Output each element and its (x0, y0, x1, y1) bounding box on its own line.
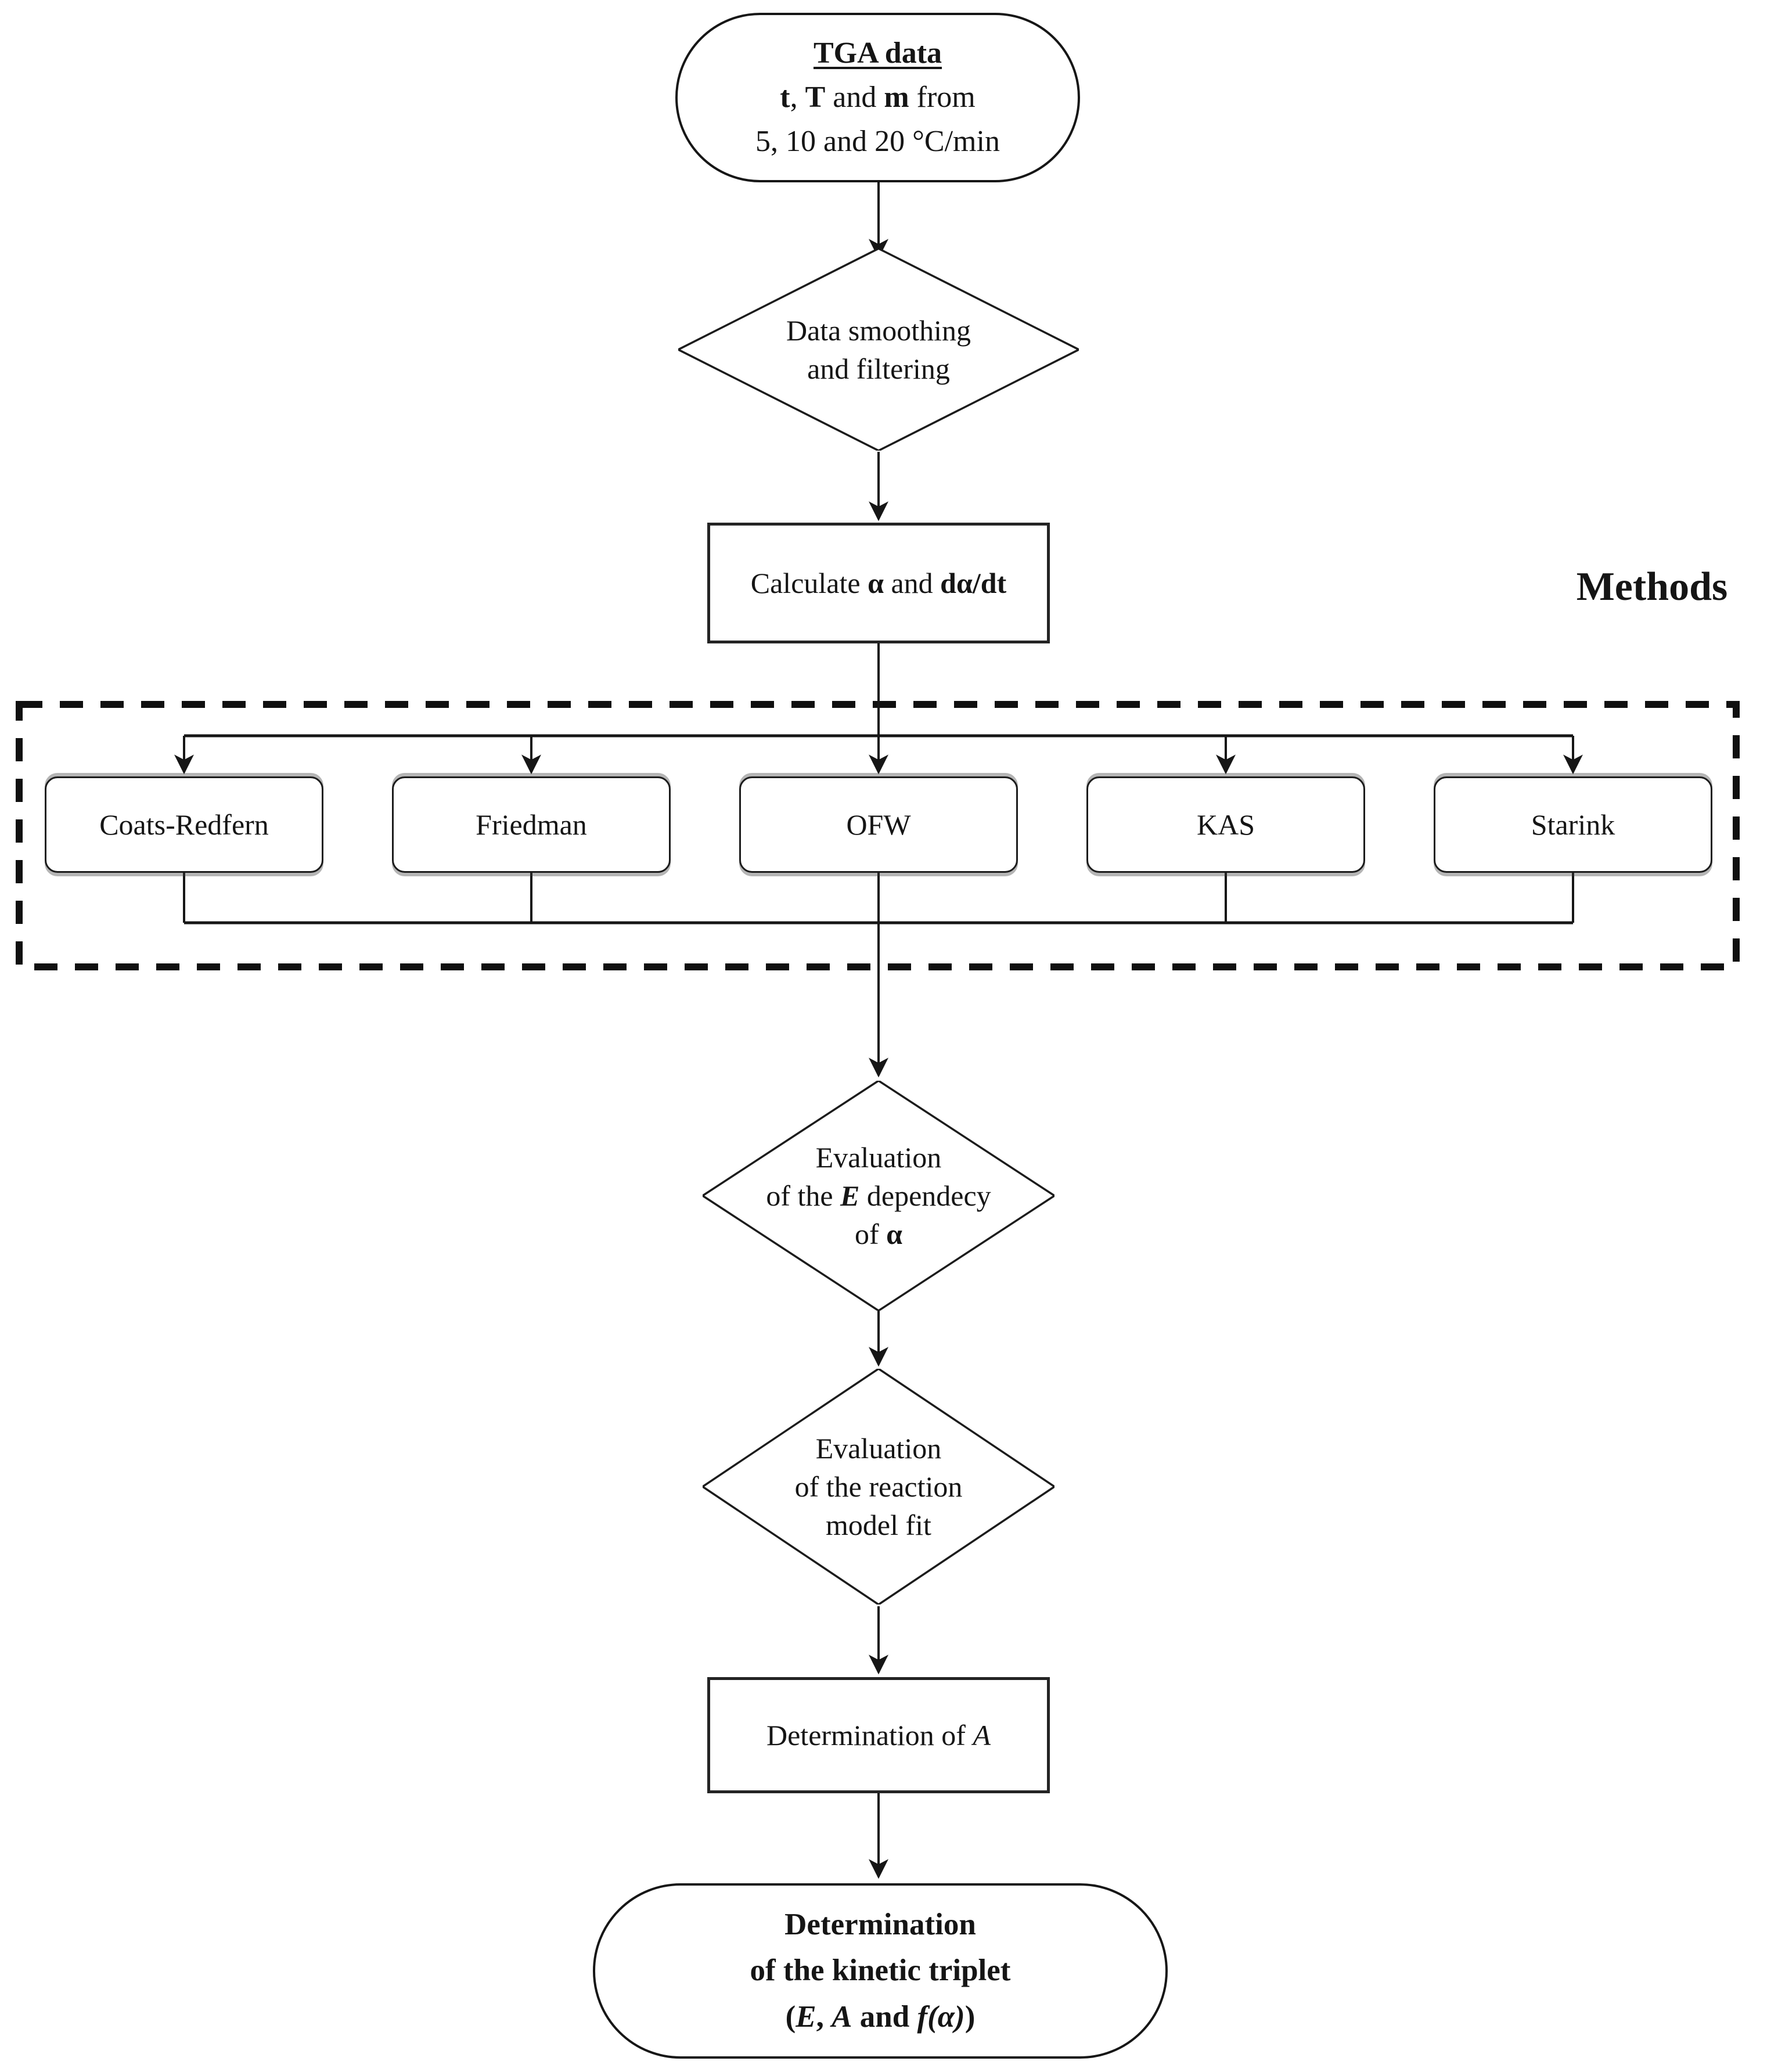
method-box-kas: KAS (1086, 776, 1365, 873)
diamond-shape (678, 249, 1079, 451)
diamond-shape (703, 1369, 1054, 1605)
methods-heading: Methods (1576, 564, 1728, 609)
method-box-coats-redfern: Coats-Redfern (45, 776, 323, 873)
method-label: KAS (1196, 808, 1255, 841)
method-label: Coats-Redfern (99, 808, 269, 841)
method-box-starink: Starink (1434, 776, 1712, 873)
method-label: Friedman (476, 808, 587, 841)
method-box-friedman: Friedman (392, 776, 671, 873)
method-box-ofw: OFW (739, 776, 1018, 873)
process-calculate-alpha: Calculate α and dα/dt (707, 523, 1050, 643)
process-determination-of-a: Determination of A (707, 1677, 1050, 1793)
diamond-shape (703, 1081, 1054, 1311)
method-label: Starink (1531, 808, 1615, 841)
method-label: OFW (846, 808, 911, 841)
